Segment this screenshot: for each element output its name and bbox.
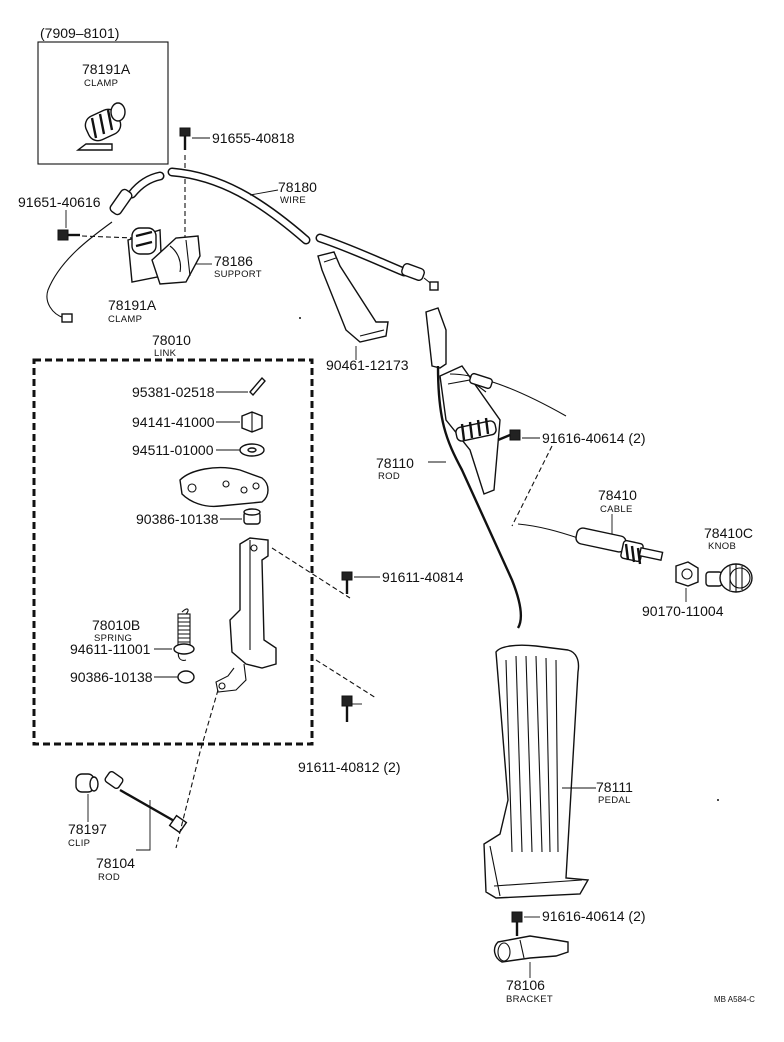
bolt-90461-number: 90461-12173 (326, 357, 409, 373)
bracket-number: 78106 (506, 977, 545, 993)
inset-frame (37, 41, 169, 165)
bolt-91611-40814-drawing (341, 571, 353, 594)
washer-94511-number: 94511-01000 (132, 442, 214, 458)
pedal-name: PEDAL (598, 795, 631, 806)
link-group-frame (32, 358, 314, 746)
link-name: LINK (154, 348, 177, 359)
rod-78104-name: ROD (98, 872, 120, 883)
clamp-inset-name: CLAMP (84, 78, 118, 89)
bracket-90461-drawing (317, 251, 389, 343)
cable-number: 78410 (598, 487, 637, 503)
clip-name: CLIP (68, 838, 90, 849)
inset-clamp-box: (7909–8101) 78191A CLAMP (37, 25, 169, 165)
pedal-number: 78111 (596, 779, 633, 795)
spring-name: SPRING (94, 633, 132, 644)
rod-78110-number: 78110 (376, 455, 414, 471)
link-lever-drawing (215, 537, 277, 693)
knob-number: 78410C (704, 525, 753, 541)
rod-78110-drawing (425, 307, 567, 629)
bracket-78106-drawing (493, 935, 569, 963)
bolt-91611-40814-number: 91611-40814 (382, 569, 464, 585)
pin-95381-drawing (249, 376, 266, 397)
bolt-91651-number: 91651-40616 (18, 194, 101, 210)
clamp-inset-drawing (75, 102, 126, 151)
spring-number: 78010B (92, 617, 140, 633)
bushing-90386-a-drawing (243, 508, 261, 525)
bolt-91655-drawing (179, 127, 191, 150)
footer-code: MB A584-C (714, 995, 755, 1004)
support-number: 78186 (214, 253, 253, 269)
washer-94611-drawing (173, 643, 195, 655)
nut-90170-number: 90170-11004 (642, 603, 724, 619)
support-name: SUPPORT (214, 269, 262, 280)
link-number: 78010 (152, 332, 191, 348)
bolt-91611-40812-drawing (341, 695, 353, 722)
knob-drawing (705, 563, 753, 593)
washer-94611-number: 94611-11001 (70, 641, 151, 657)
nut-94141-number: 94141-41000 (132, 414, 215, 430)
washer-94511-drawing (239, 443, 265, 457)
bolt-91651-drawing (57, 229, 80, 241)
wire-78180-drawing (127, 167, 439, 291)
pedal-drawing (483, 644, 590, 899)
wire-number: 78180 (278, 179, 317, 195)
bushing-90386-a-number: 90386-10138 (136, 511, 219, 527)
bushing-90386-b-drawing (177, 670, 195, 684)
bolt-91616-b-number: 91616-40614 (2) (542, 908, 646, 924)
pin-95381-number: 95381-02518 (132, 384, 215, 400)
cable-end-drawing (46, 188, 133, 323)
stray-mark (299, 317, 301, 319)
stray-mark (717, 799, 719, 801)
knob-name: KNOB (708, 541, 736, 552)
bolt-91611-40812-number: 91611-40812 (2) (298, 759, 400, 775)
clamp-inset-number: 78191A (82, 61, 131, 77)
cable-name: CABLE (600, 504, 633, 515)
cable-drawing (517, 523, 664, 565)
nut-90170-drawing (675, 561, 699, 587)
clamp-name: CLAMP (108, 314, 142, 325)
clamp-drawing (127, 227, 163, 283)
rod-78110-name: ROD (378, 471, 400, 482)
nut-94141-drawing (241, 411, 263, 433)
bolt-91616-a-number: 91616-40614 (2) (542, 430, 646, 446)
date-range-label: (7909–8101) (40, 25, 119, 41)
rod-78104-drawing (104, 770, 188, 834)
clip-number: 78197 (68, 821, 107, 837)
rod-78104-number: 78104 (96, 855, 135, 871)
bolt-91616-a-drawing (497, 429, 521, 442)
clip-drawing (75, 773, 99, 793)
bolt-91655-number: 91655-40818 (212, 130, 295, 146)
clamp-number: 78191A (108, 297, 157, 313)
support-drawing (151, 235, 201, 285)
bracket-name: BRACKET (506, 994, 553, 1005)
bolt-91616-b-drawing (511, 911, 523, 936)
link-arm-drawing (179, 466, 269, 508)
bushing-90386-b-number: 90386-10138 (70, 669, 153, 685)
wire-name: WIRE (280, 195, 306, 206)
